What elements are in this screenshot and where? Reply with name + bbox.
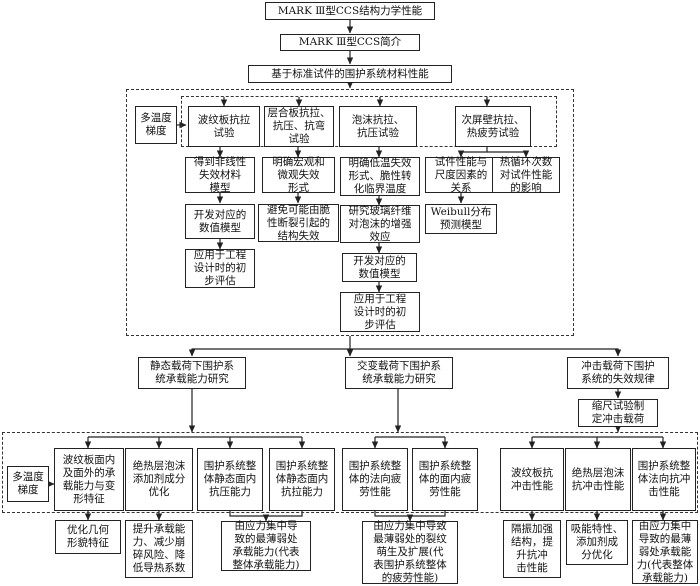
node-low-temp-failure: 明确低温失效 形式、脆性转 化临界温度: [340, 157, 420, 196]
node-static-load-study: 静态载荷下围护系 统承载能力研究: [138, 357, 246, 389]
edge-dashed-studies: [188, 336, 351, 357]
node-corrugated-test: 波纹板抗拉 试验: [188, 106, 260, 147]
node-secondary-test: 次屏壁抗拉、 热疲劳试验: [455, 106, 531, 147]
node-laminate-test: 层合板抗拉、 抗压、抗弯 试验: [264, 106, 334, 147]
node-foam-test: 泡沫抗拉、 抗压试验: [339, 106, 417, 147]
node-alternating-load-study: 交变载荷下围护系 统承载能力研究: [345, 357, 453, 389]
node-base-materials: 基于标准试件的围护系统材料性能: [248, 65, 452, 83]
node-multi-temp-1: 多温度 梯度: [135, 106, 177, 144]
node-corr-plate-capacity: 波纹板面内 及面外的承 载能力与变 形特征: [54, 448, 124, 511]
node-stress-concentration-impact: 由应力集中 导致的最薄 弱处承载能 力(代表整体 承载能力): [632, 520, 698, 584]
node-intro: MARK Ⅲ型CCS简介: [280, 34, 420, 51]
node-optimize-geometry: 优化几何 形貌特征: [55, 520, 121, 554]
edge-c4-split: [457, 147, 488, 158]
node-thermal-cycle: 热循环次数 对试件性能 的影响: [492, 156, 560, 194]
node-apply-design-1: 应用于工程 设计时的初 步评估: [185, 249, 255, 288]
node-macro-micro: 明确宏观和 微观失效 形式: [262, 156, 335, 194]
node-normal-fatigue: 围护系统整 体的法向疲 劳性能: [342, 448, 408, 511]
node-static-tension: 围护系统整 体静态面内 抗拉能力: [269, 448, 335, 511]
node-title: MARK Ⅲ型CCS结构力学性能: [265, 2, 435, 20]
node-insulation-foam-additive: 绝热层泡沫 添加剂成分 优化: [125, 448, 193, 511]
node-avoid-brittle: 避免可能由脆 性断裂引起的 结构失效: [258, 204, 339, 242]
node-vibration-isolation: 隔振加强 结构，提 升抗冲 击性能: [503, 520, 561, 578]
node-insulation-impact: 绝热层泡沫 抗冲击性能: [565, 448, 631, 511]
edge-c4-split-right: [487, 150, 530, 158]
node-numeric-model-1: 开发对应的 数值模型: [185, 204, 255, 239]
node-numeric-model-2: 开发对应的 数值模型: [342, 253, 417, 282]
node-crack-propagation: 由应力集中导致 最薄弱处的裂纹 萌生及扩展(代 表围护系统整体 的疲劳性能): [362, 520, 458, 584]
node-energy-absorption: 吸能特性、 添加剂成 分优化: [566, 520, 628, 565]
node-inplane-fatigue: 围护系统整 体的面内疲 劳性能: [412, 448, 478, 511]
material-tests-dashed-region: [126, 89, 574, 336]
node-normal-impact: 围护系统整 体法向抗冲 击性能: [632, 448, 696, 511]
node-static-compression: 围护系统整 体静态面内 抗压能力: [197, 448, 263, 511]
node-corr-impact: 波纹板抗 冲击性能: [500, 448, 564, 511]
node-improve-capacity: 提升承载能 力、减少崩 碎风险、降 低导热系数: [125, 520, 193, 578]
node-stress-concentration-static: 由应力集中导 致的最薄弱处 承载能力(代表 整体承载能力): [221, 520, 311, 571]
system-tests-dashed-region: [2, 432, 698, 513]
node-weibull: Weibull分布 预测模型: [425, 204, 497, 234]
node-glass-fiber: 研究玻璃纤维 对泡沫的增强 效应: [340, 205, 420, 243]
edge-dashed-impact: [350, 348, 622, 357]
node-impact-load-study: 冲击载荷下围护 系统的失效规律: [567, 357, 669, 389]
node-multi-temp-2: 多温度 梯度: [7, 466, 49, 502]
node-apply-design-2: 应用于工程 设计时的初 步评估: [340, 292, 420, 332]
node-nonlinear-model: 得到非线性 失效材料 模型: [185, 156, 255, 194]
node-size-factor: 试件性能与 尺度因素的 关系: [425, 156, 497, 194]
node-scale-test: 缩尺试验制 定冲击载荷: [578, 399, 658, 427]
